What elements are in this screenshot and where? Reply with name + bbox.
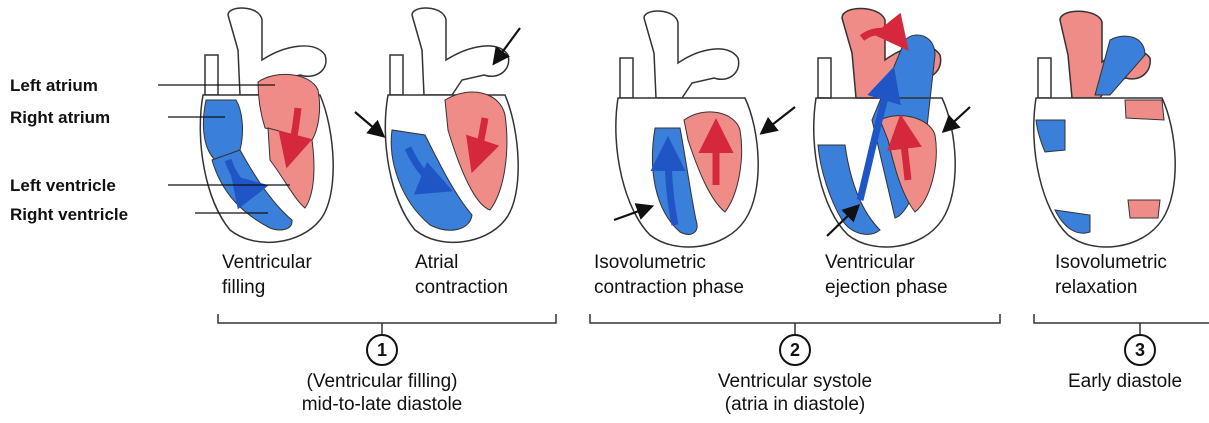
caption-isovolumetric-contraction: Isovolumetric contraction phase [594, 250, 744, 300]
heart-isovolumetric-relaxation [1034, 11, 1175, 247]
label-right-atrium: Right atrium [10, 108, 110, 128]
heart-ventricular-ejection [814, 8, 955, 247]
group-number-2: 2 [779, 334, 811, 366]
caption-line: relaxation [1055, 275, 1167, 300]
caption-line: contraction [415, 275, 508, 300]
caption-ventricular-filling: Ventricular filling [222, 250, 312, 300]
caption-line: Isovolumetric [1055, 250, 1167, 275]
caption-isovolumetric-relaxation: Isovolumetric relaxation [1055, 250, 1167, 300]
label-left-atrium: Left atrium [10, 76, 98, 96]
heart-atrial-contraction [385, 8, 518, 242]
group-title-line: Early diastole [1045, 370, 1205, 393]
group-number-1: 1 [366, 334, 398, 366]
group-brackets [218, 314, 1209, 334]
group-title-line: (Ventricular filling) [262, 370, 502, 393]
caption-ventricular-ejection: Ventricular ejection phase [825, 250, 948, 300]
group-title-line: Ventricular systole [675, 370, 915, 393]
caption-line: Atrial [415, 250, 508, 275]
caption-atrial-contraction: Atrial contraction [415, 250, 508, 300]
caption-line: Ventricular [222, 250, 312, 275]
group-title-3: Early diastole [1045, 370, 1205, 393]
group-title-line: (atria in diastole) [675, 393, 915, 416]
group-number-3: 3 [1124, 334, 1156, 366]
caption-line: contraction phase [594, 275, 744, 300]
caption-line: Isovolumetric [594, 250, 744, 275]
caption-line: Ventricular [825, 250, 948, 275]
caption-line: filling [222, 275, 312, 300]
label-left-ventricle: Left ventricle [10, 176, 116, 196]
heart-ventricular-filling [200, 8, 333, 242]
group-title-line: mid-to-late diastole [262, 393, 502, 416]
group-title-2: Ventricular systole (atria in diastole) [675, 370, 915, 416]
label-right-ventricle: Right ventricle [10, 205, 128, 225]
group-title-1: (Ventricular filling) mid-to-late diasto… [262, 370, 502, 416]
caption-line: ejection phase [825, 275, 948, 300]
